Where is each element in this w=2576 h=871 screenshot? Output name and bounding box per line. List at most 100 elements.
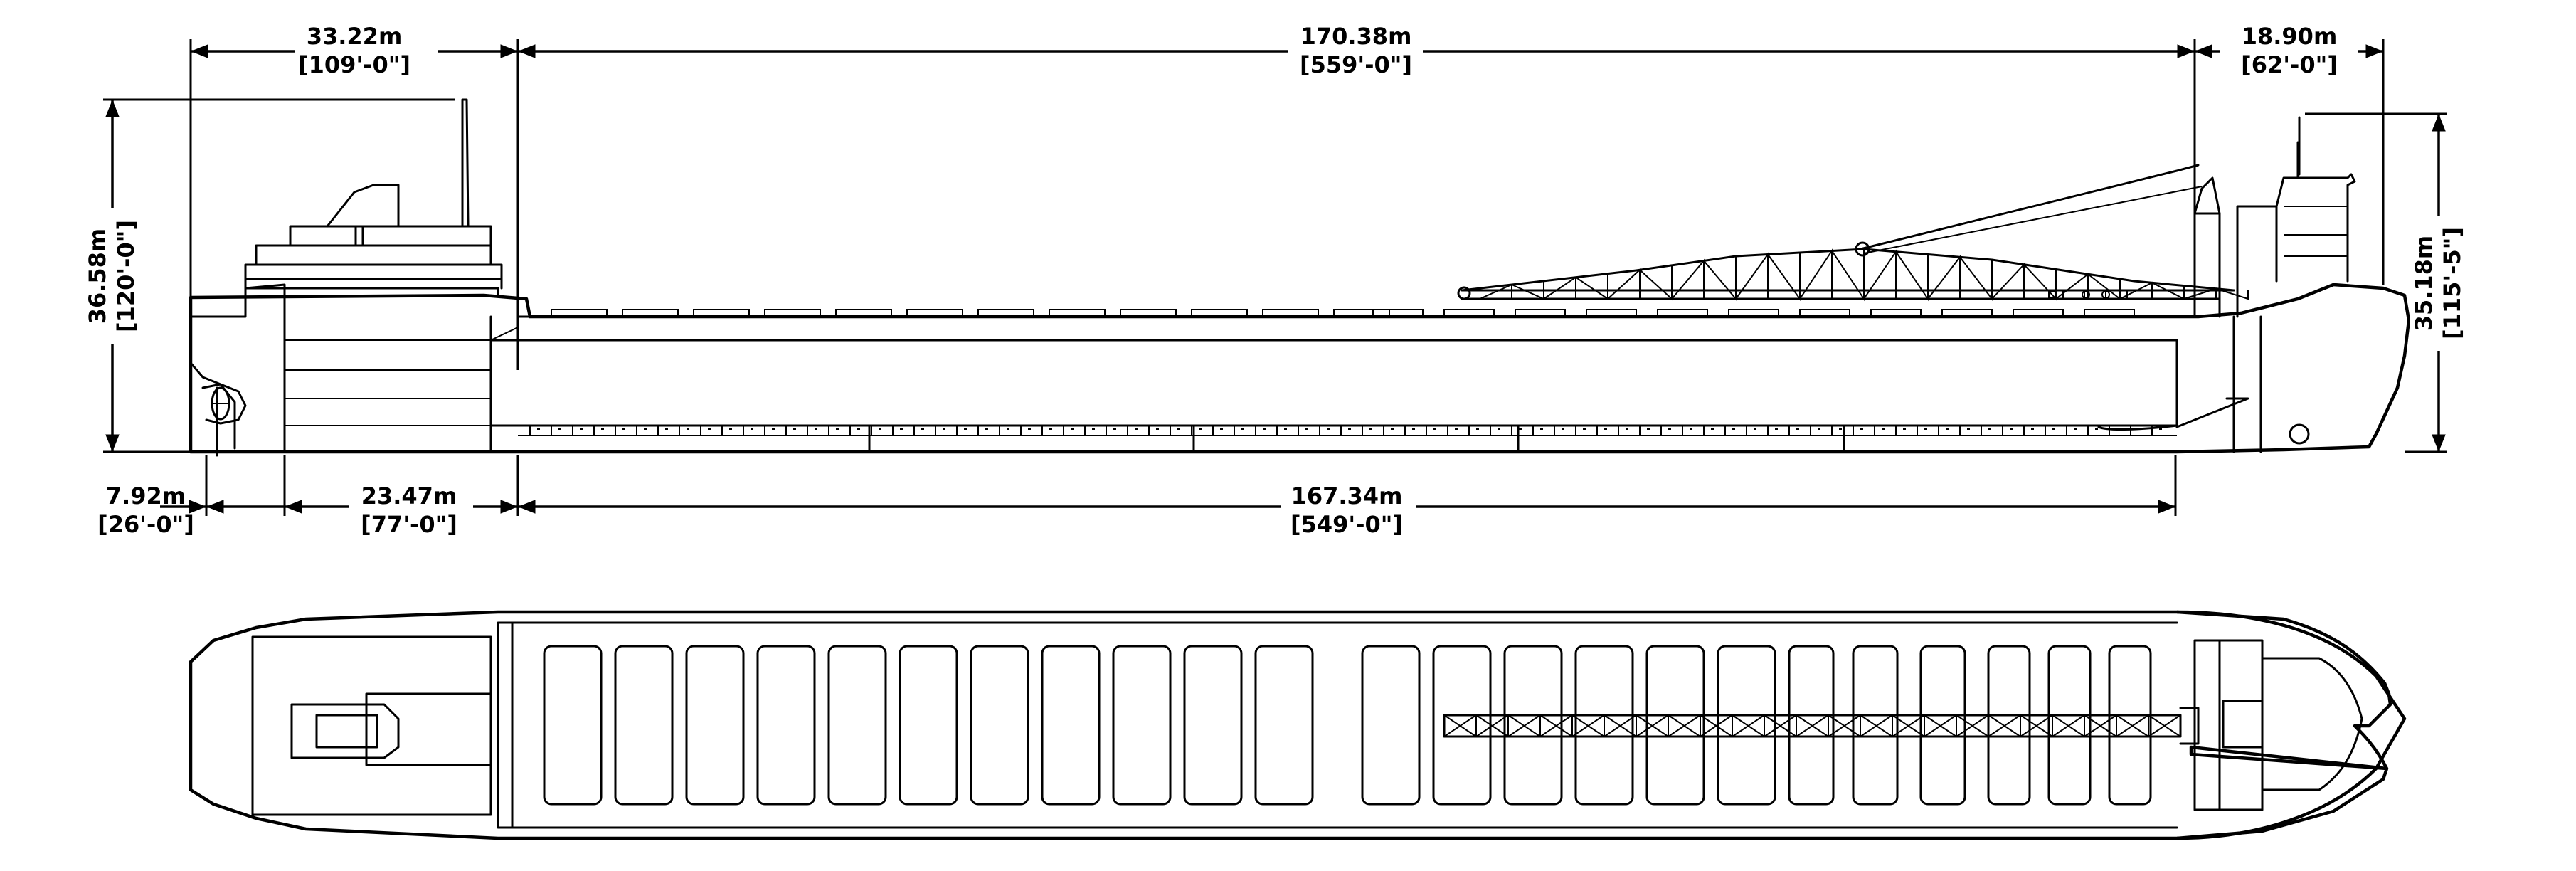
profile-hatch-cover (1120, 309, 1177, 317)
dim-engine-room-metric: 23.47m (361, 482, 457, 510)
plan-hull-fore (2176, 610, 2407, 840)
profile-hatch-cover (1049, 309, 1106, 317)
stern-mast (461, 98, 470, 228)
profile-hatch-cover (1728, 309, 1779, 317)
stern-wheelhouse (289, 225, 492, 247)
plan-boom-truss-member (1604, 714, 1637, 737)
profile-fore-peak (2097, 339, 2249, 431)
double-bottom-frame (2002, 426, 2013, 436)
boom-truss-member (1703, 256, 1737, 301)
plan-boom-truss-member (1860, 714, 1893, 737)
boom-truss-member (1927, 255, 1961, 300)
plan-hatch-cover (1183, 645, 1243, 806)
double-bottom-frame (1511, 426, 1522, 436)
plan-hatch-cover (1503, 645, 1563, 806)
double-bottom-frame (1490, 426, 1500, 436)
stern-house-deck (244, 263, 503, 290)
plan-bow-bulkhead (2222, 700, 2264, 749)
double-bottom-frame (1618, 426, 1628, 436)
boom-stay (1859, 164, 2200, 250)
boom-truss (1479, 248, 2249, 302)
dim-hold-length-imperial: [549'-0"] (1290, 511, 1403, 538)
dim-stern-height-metric: 36.58m (84, 228, 111, 324)
plan-boom-truss-member (1732, 714, 1765, 737)
boom-truss-member (2055, 273, 2089, 300)
double-bottom-frame (1041, 426, 1052, 436)
double-bottom-frame (1191, 426, 1202, 436)
dim-cargo-length-metric: 170.38m (1300, 23, 1412, 50)
dim-hold-length-metric: 167.34m (1291, 482, 1403, 510)
plan-hatch-cover (756, 645, 816, 806)
plan-boom-truss-member (1764, 714, 1797, 737)
stern-decks (285, 327, 519, 426)
double-bottom-frame (1255, 426, 1266, 436)
plan-inner-deck-line (497, 621, 2178, 829)
double-bottom-frame (615, 426, 625, 436)
plan-boom-truss-member (1475, 714, 1509, 737)
double-bottom-frame (572, 426, 583, 436)
double-bottom-frame (1532, 426, 1543, 436)
plan-hatch-cover (1788, 645, 1835, 806)
double-bottom-frames (529, 426, 2162, 436)
double-bottom-frame (1084, 426, 1095, 436)
plan-wheelhouse (365, 692, 492, 766)
boom-truss-member (2119, 281, 2153, 300)
plan-unloading-boom (1443, 707, 2200, 745)
bow-unloader-post (2193, 176, 2221, 215)
dim-cargo-length-label: 170.38m [559'-0"] (1288, 23, 1423, 82)
plan-hatch-cover (1041, 645, 1101, 806)
profile-hatch-cover (1586, 309, 1637, 317)
profile-hatch-cover (977, 309, 1034, 317)
plan-hatch-cover (1574, 645, 1634, 806)
plan-boom-truss-member (1668, 714, 1701, 737)
double-bottom-frame (2130, 426, 2141, 436)
dim-stern-overhang-metric: 33.22m (307, 23, 403, 50)
plan-hatch-cover (2047, 645, 2092, 806)
plan-boom-truss-member (2084, 714, 2117, 737)
double-bottom-frame (1938, 426, 1949, 436)
dim-bow-height-imperial: [115'-5"] (2439, 227, 2466, 339)
dim-engine-room-label: 23.47m [77'-0"] (349, 482, 473, 541)
profile-hatch-covers (551, 309, 2135, 317)
double-bottom-frame (871, 426, 881, 436)
dim-engine-room-imperial: [77'-0"] (361, 511, 457, 538)
dim-bow-height-label: 35.18m [115'-5"] (2410, 216, 2469, 351)
dim-bow-height-metric: 35.18m (2410, 236, 2437, 332)
bow-house-lines (2284, 206, 2348, 257)
boom-sheave (2048, 290, 2057, 299)
plan-boom-truss-member (2052, 714, 2085, 737)
dim-cargo-length-imperial: [559'-0"] (1300, 51, 1412, 78)
double-bottom-frame (593, 426, 604, 436)
double-bottom-frame (700, 426, 711, 436)
plan-boom-truss-member (1443, 714, 1477, 737)
plan-boom-truss-member (1700, 714, 1733, 737)
profile-hatch-cover (551, 309, 608, 317)
plan-boom-truss-member (1796, 714, 1829, 737)
double-bottom-frame (849, 426, 860, 436)
double-bottom-frame (1831, 426, 1842, 436)
profile-hatch-cover (1941, 309, 1993, 317)
plan-hatch-cover (1361, 645, 1421, 806)
double-bottom-frame (551, 426, 561, 436)
plan-hatch-cover (827, 645, 887, 806)
plan-hatch-cover (1852, 645, 1899, 806)
plan-funnel (290, 703, 400, 759)
double-bottom-frame (1383, 426, 1394, 436)
stern-aft-body (189, 315, 519, 453)
double-bottom-frame (1170, 426, 1180, 436)
bow-superstructure (2236, 173, 2356, 318)
boom-truss-member (1991, 263, 2025, 300)
double-bottom-frame (1148, 426, 1159, 436)
double-bottom-frame (1788, 426, 1799, 436)
profile-hatch-cover (693, 309, 750, 317)
double-bottom-frame (1127, 426, 1138, 436)
double-bottom-frame (892, 426, 903, 436)
boom-truss-member (1543, 275, 1576, 300)
plan-boom-truss-member (1988, 714, 2021, 737)
boom-stay-2 (1863, 186, 2203, 254)
dim-stern-height-imperial: [120'-0"] (112, 220, 139, 332)
boom-truss-member (1799, 248, 1833, 300)
double-bottom-frame (679, 426, 689, 436)
plan-hatch-cover (970, 645, 1029, 806)
